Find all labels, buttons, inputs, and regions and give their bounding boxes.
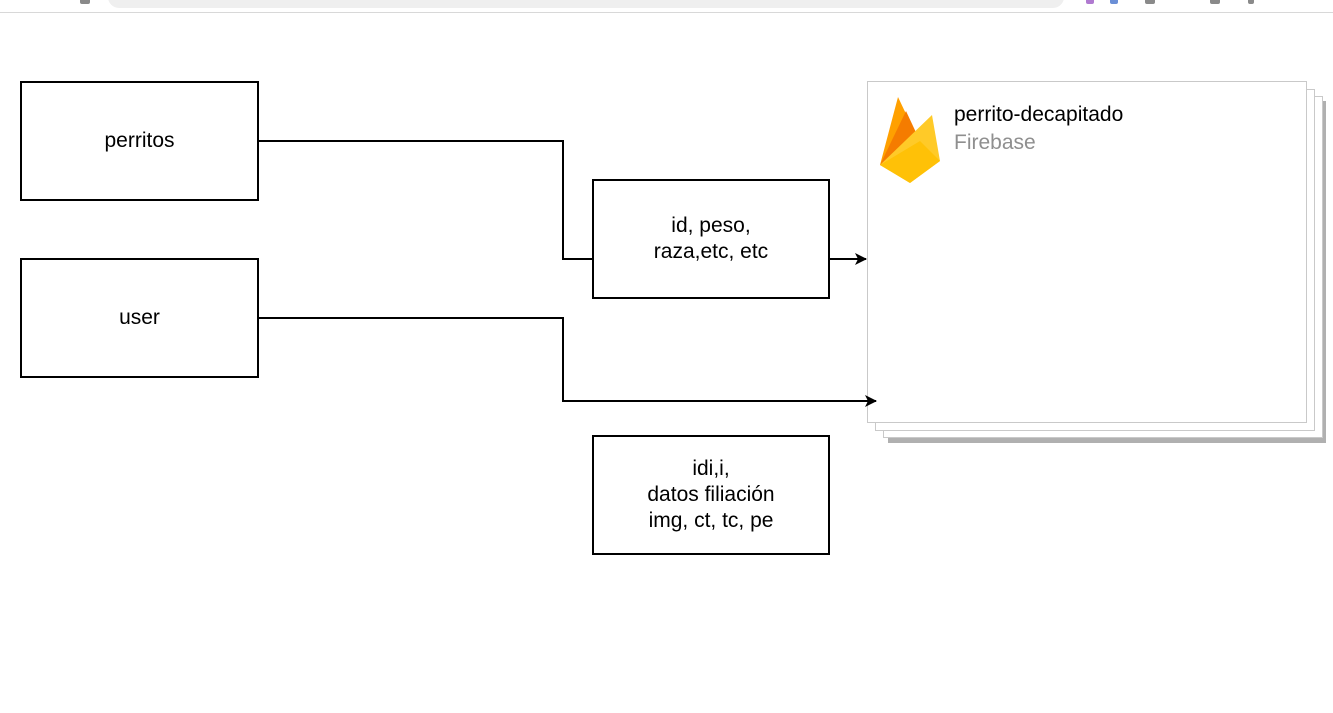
node-perritos-fields[interactable]: id, peso, raza,etc, etc	[592, 179, 830, 299]
flame-front	[880, 141, 940, 183]
extension-icon[interactable]	[1086, 0, 1094, 4]
sidebar-icon[interactable]	[1210, 0, 1220, 4]
browser-toolbar	[0, 0, 1333, 13]
firebase-card[interactable]	[867, 81, 1307, 423]
share-icon[interactable]	[1145, 0, 1155, 4]
firebase-project-name: perrito-decapitado	[954, 103, 1124, 126]
edge-perritos-to-fields	[258, 140, 593, 260]
node-perritos-fields-label: id, peso, raza,etc, etc	[653, 214, 769, 263]
node-perritos[interactable]: perritos	[20, 81, 259, 201]
firebase-card-shadow-side	[1322, 101, 1326, 443]
firebase-card-shadow	[888, 437, 1326, 443]
flame-middle	[880, 111, 920, 165]
firebase-service-label: Firebase	[954, 131, 1036, 154]
node-user-label: user	[119, 306, 160, 329]
node-user-fields-label: idi,i, datos filiación img, ct, tc, pe	[647, 457, 775, 532]
address-bar[interactable]	[108, 0, 1064, 8]
firebase-flame-icon	[880, 97, 940, 183]
edge-user-to-firebase	[258, 317, 877, 407]
more-icon[interactable]	[1248, 0, 1254, 4]
node-perritos-label: perritos	[104, 129, 175, 152]
node-user-fields[interactable]: idi,i, datos filiación img, ct, tc, pe	[592, 435, 830, 555]
browser-menu-icon[interactable]	[80, 0, 90, 4]
profile-icon[interactable]	[1110, 0, 1118, 4]
node-user[interactable]: user	[20, 258, 259, 378]
